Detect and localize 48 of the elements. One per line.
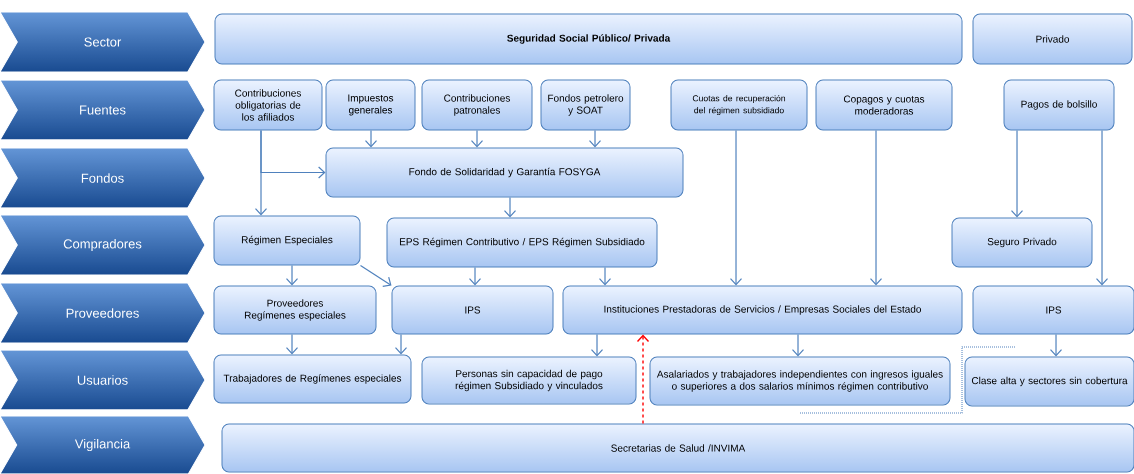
arrow [636,334,650,425]
rounded-box: Instituciones Prestadoras de Servicios / Empresas Sociales del Estado [562,285,963,335]
rounded-box: IPS [391,285,554,335]
arrow [791,333,805,357]
arrow [503,196,517,218]
rounded-box: IPS [972,285,1134,335]
rounded-box: Seguridad Social Público/ Privada [214,13,963,65]
chevron-label: Sector [0,11,206,73]
rounded-box: Seguro Privado [951,217,1093,268]
rounded-box: Pagos de bolsillo [1003,79,1115,131]
arrow [1049,333,1063,357]
arrow [1095,129,1109,286]
rounded-box: Copagos y cuotas moderadoras [815,79,953,131]
rounded-box: Fondo de Solidaridad y Garantía FOSYGA [325,147,684,198]
arrow [468,266,482,286]
chevron-label: Vigilancia [0,415,206,474]
rounded-box: Fondos petrolero y SOAT [540,79,631,131]
chevron-label: Fuentes [0,79,206,141]
arrow [254,129,268,216]
rounded-box: Proveedores Regímenes especiales [213,285,377,335]
arrow [590,333,604,357]
chevron-label: Fondos [0,147,206,209]
rounded-box: Personas sin capacidad de pago régimen Subsidiado y vinculados [421,356,637,405]
arrow [1010,129,1024,218]
arrow [588,129,602,148]
arrow [729,129,743,286]
arrow [394,333,408,355]
arrow [285,264,299,286]
arrow [470,129,484,148]
rounded-box: Secretarias de Salud /INVIMA [221,423,1134,473]
rounded-box: Impuestos generales [325,79,416,131]
rounded-box: Contribuciones obligatorias de los afiliados [213,79,323,131]
rounded-box: Clase alta y sectores sin cobertura [964,356,1134,407]
rounded-box: Contribuciones patronales [421,79,533,131]
arrow [364,129,378,148]
rounded-box: Asalariados y trabajadores independientes con ingresos iguales o superiores a dos salarios mínimos régimen contributivo [649,356,951,406]
arrow [359,264,392,287]
rounded-box: Cuotas de recuperación del régimen subsidiado [670,79,808,131]
rounded-box: Trabajadores de Regímenes especiales [213,354,412,404]
rounded-box: Régimen Especiales [213,215,361,266]
rounded-box: Privado [972,13,1133,65]
chevron-label: Usuarios [0,349,206,411]
arrow [869,129,883,286]
chevron-label: Compradores [0,214,206,276]
rounded-box: EPS Régimen Contributivo / EPS Régimen Subsidiado [386,217,658,268]
arrow [285,333,299,355]
chevron-label: Proveedores [0,282,206,344]
arrow [598,266,612,286]
